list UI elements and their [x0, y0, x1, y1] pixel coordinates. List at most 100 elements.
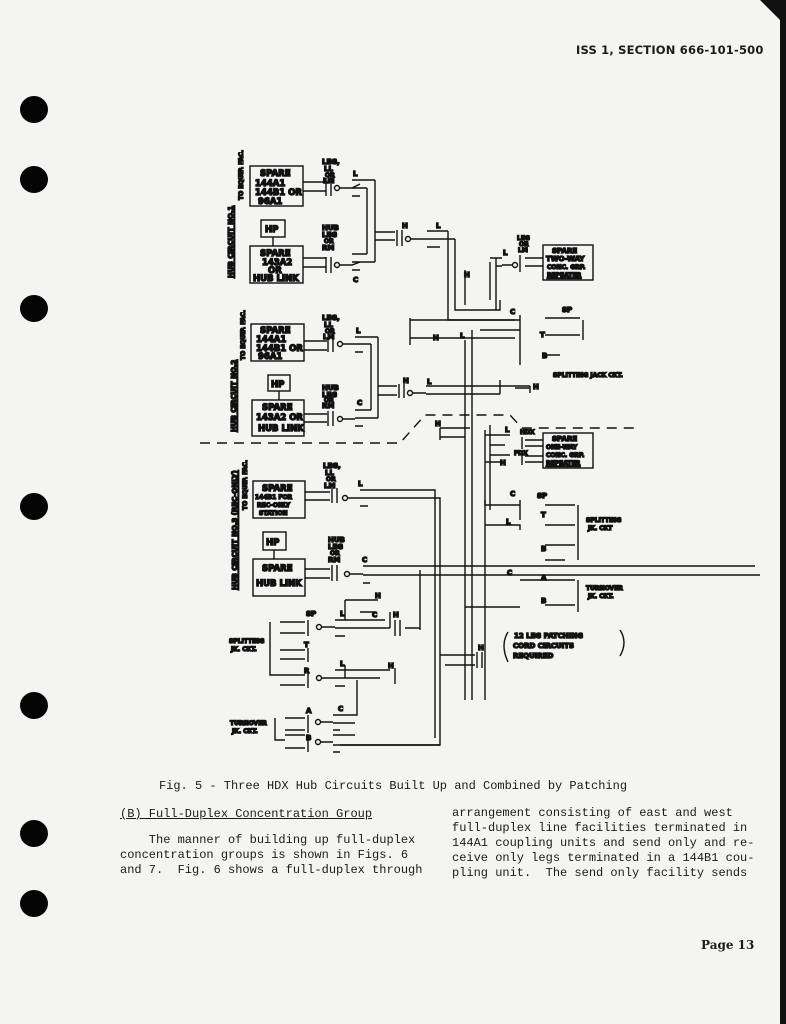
page-number: Page 13 [701, 938, 755, 952]
label: LM [518, 247, 528, 254]
letter: H [478, 644, 484, 652]
splitting-jack-1: SP T B C SPLITTING JACK CKT. H L [409, 305, 624, 380]
label: LM [324, 482, 335, 490]
box-line: 144B1 OR [255, 188, 302, 198]
letter: T [541, 511, 546, 519]
hdx-label: HDX [520, 429, 535, 436]
letter: H [402, 222, 408, 230]
hub1-link-box [249, 245, 304, 284]
hub-circuit-1: HUB CIRCUIT NO.1 TO EQUIP. FAC. SPARE 14… [226, 149, 455, 285]
punch-hole [20, 493, 48, 520]
letter: SP [537, 492, 547, 500]
hub1-title: HUB CIRCUIT NO.1 [227, 206, 235, 278]
box-line: SPARE [552, 247, 577, 255]
splitting-jack-2: SP T B C SPLITTING JK. CKT [484, 489, 622, 561]
splitting-jack-3: SP T R L C H H H L SPLITTING JK. CKT. [228, 570, 421, 688]
label: LEG, [322, 158, 340, 166]
letter: C [372, 611, 377, 619]
label: LM [323, 333, 334, 341]
punch-hole [20, 890, 48, 917]
note-line: 12 LEG PATCHING [514, 632, 583, 640]
letter: C [507, 569, 512, 577]
punch-hole [20, 96, 48, 123]
two-way-box [542, 244, 594, 281]
note-line: CORD CIRCUITS [513, 642, 574, 650]
label: OR [325, 328, 335, 335]
box-line: SPARE [262, 484, 293, 494]
hub2-fac: TO EQUIP. FAC. [240, 310, 247, 360]
letter: H [500, 459, 506, 467]
hp-label: HP [265, 225, 278, 235]
label: JK. CKT. [231, 728, 258, 735]
circuit-diagram: HUB CIRCUIT NO.1 TO EQUIP. FAC. SPARE 14… [200, 149, 760, 753]
one-way-repeater: SPARE ONE-WAY CONC. GRP. REPEATER HDX FD… [485, 425, 594, 469]
label: OR [519, 241, 529, 248]
hp-label: HP [266, 538, 279, 548]
letter: A [541, 574, 547, 582]
turnover-jack-2: A B L C TURNOVER JK. CKT. [465, 517, 624, 612]
letter: T [540, 331, 545, 339]
letter: B [541, 545, 546, 553]
label: RM [322, 244, 334, 252]
section-heading: (B) Full-Duplex Concentration Group [120, 807, 373, 821]
punch-hole [20, 692, 48, 719]
label: RM [328, 556, 340, 564]
letter: H [464, 271, 470, 279]
letter: C [353, 276, 358, 284]
letter: L [340, 610, 345, 618]
letter: T [304, 641, 309, 649]
box-line: HUB LINK [258, 424, 304, 434]
label: JK. CKT. [230, 646, 257, 653]
letter: B [542, 352, 547, 360]
hub2-unit-box [250, 323, 305, 362]
letter: L [460, 332, 465, 340]
figure-caption: Fig. 5 - Three HDX Hub Circuits Built Up… [158, 779, 628, 793]
box-line: REPEATER [546, 460, 581, 467]
label: JK. CKT [587, 525, 613, 532]
note: 12 LEG PATCHING CORD CIRCUITS REQUIRED [503, 629, 625, 663]
label: TURNOVER [230, 720, 267, 727]
box-line: 143A2 [262, 258, 292, 268]
box-line: 96A1 [258, 197, 282, 207]
letter: L [427, 378, 432, 386]
dashed-divider [200, 414, 640, 444]
label: LEG [322, 231, 337, 239]
hub3-fac: TO EQUIP. FAC. [242, 460, 249, 510]
box-line: STATION [259, 510, 288, 517]
letter: SP [306, 610, 316, 618]
box-line: HUB LINK [253, 274, 299, 284]
hub1-fac: TO EQUIP. FAC. [238, 150, 245, 200]
label: JK. CKT. [587, 593, 614, 600]
box-line: ONE-WAY [546, 444, 578, 451]
hub1-unit-box [249, 165, 304, 207]
letter: H [533, 383, 539, 391]
label: LL [325, 469, 334, 477]
body-text-left: The manner of building up full-duplex co… [120, 833, 423, 877]
one-way-box [542, 432, 594, 469]
section-header: ISS 1, SECTION 666-101-500 [576, 43, 764, 57]
label: OR [324, 397, 334, 404]
box-line: SPARE [552, 435, 577, 443]
punch-hole [20, 295, 48, 322]
box-line: 144B1 FOR [255, 494, 293, 501]
letter: H [388, 662, 394, 670]
letter: A [306, 707, 312, 715]
label: SPLITTING [586, 517, 621, 524]
box-line: SPARE [260, 326, 291, 336]
letter: C [510, 490, 515, 498]
turnover-jack-1: A B C TURNOVER JK. CKT. [229, 680, 440, 753]
letter: C [357, 399, 362, 407]
note-line: REQUIRED [513, 652, 554, 660]
scan-corner [760, 0, 786, 26]
box-line: OR [268, 266, 282, 276]
letter: H [393, 611, 399, 619]
box-line: REPEATER [547, 272, 582, 279]
label: RM [322, 402, 334, 410]
letter: C [510, 308, 515, 316]
box-line: 144B1 OR [256, 344, 303, 354]
box-line: 96A1 [258, 352, 282, 362]
letter: L [358, 480, 363, 488]
box-line: HUB LINK [256, 579, 302, 589]
label: SPLITTING [229, 638, 264, 645]
box-line: SPARE [262, 403, 293, 413]
